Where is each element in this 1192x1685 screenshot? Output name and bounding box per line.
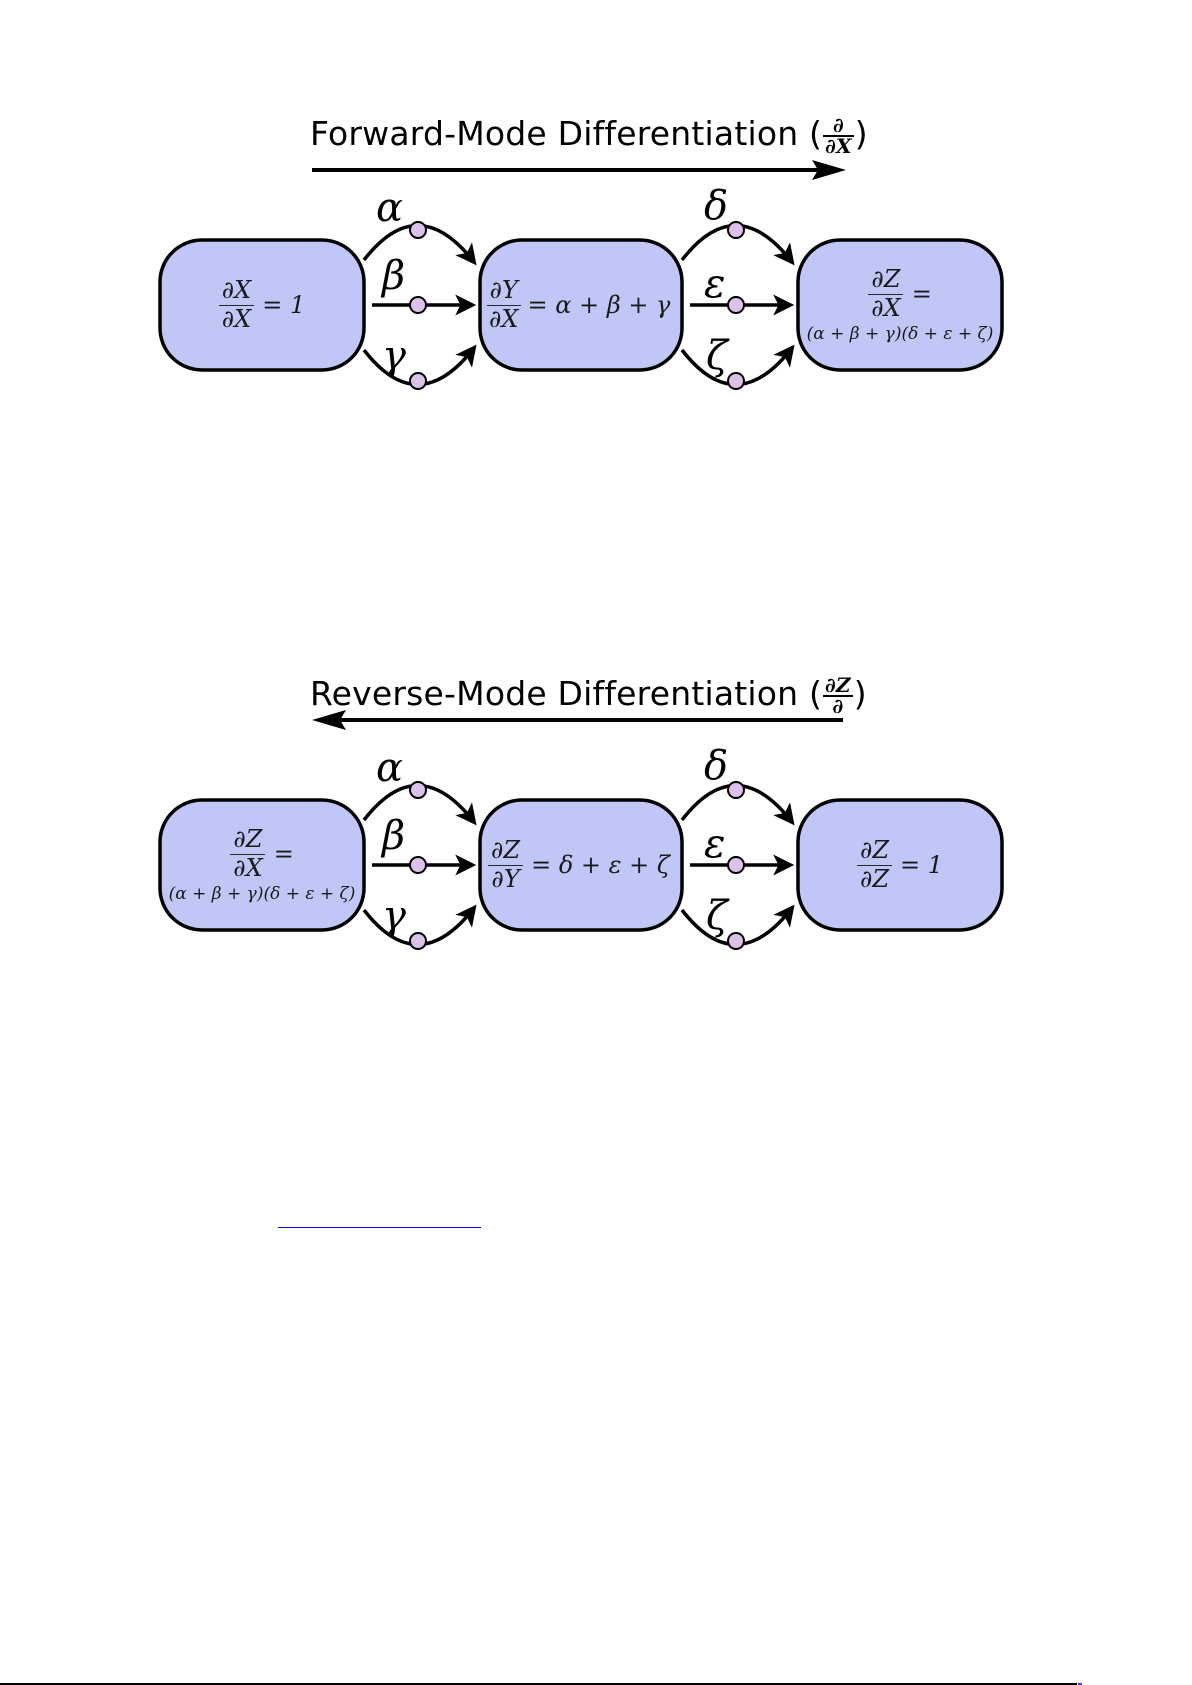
reverse-title-close: ) xyxy=(853,674,867,713)
arrow-head-right-icon xyxy=(812,160,846,180)
edge-node-circle xyxy=(409,296,427,314)
edge-label-zeta: ζ xyxy=(706,333,728,379)
node-box-1 xyxy=(478,238,684,372)
node-equation: = 1 xyxy=(900,851,944,879)
forward-title-text: Forward-Mode Differentiation ( xyxy=(310,114,823,153)
edge-label-delta: δ xyxy=(704,183,729,229)
denominator: ∂Z xyxy=(859,864,890,893)
reverse-title-frac-num: ∂Z xyxy=(823,672,853,697)
node-expression: (α + β + γ)(δ + ε + ζ) xyxy=(168,884,356,905)
reverse-title-text: Reverse-Mode Differentiation ( xyxy=(310,674,823,713)
reverse-node-y: ∂Z∂Y = δ + ε + ζ xyxy=(482,802,686,928)
fraction: ∂Z∂Z xyxy=(856,836,893,893)
edge-label-alpha: α xyxy=(376,745,404,791)
node-equation: = 1 xyxy=(262,291,306,319)
forward-title-frac-num: ∂ xyxy=(823,115,854,137)
edge-node-circle xyxy=(727,856,745,874)
denominator: ∂X xyxy=(233,853,263,882)
edge-label-alpha: α xyxy=(376,185,404,231)
numerator: ∂Z xyxy=(230,825,266,855)
forward-node-x: ∂X∂X = 1 xyxy=(162,242,362,368)
footer-divider xyxy=(0,1683,1077,1685)
edge-label-epsilon: ε xyxy=(704,821,726,867)
edge-label-epsilon: ε xyxy=(704,261,726,307)
reverse-mode-title: Reverse-Mode Differentiation (∂Z∂) xyxy=(310,674,867,716)
numerator: ∂Z xyxy=(868,265,904,295)
edge-label-gamma: γ xyxy=(382,333,406,379)
forward-title-frac-den: ∂X xyxy=(825,133,852,158)
node-box-1 xyxy=(478,798,684,932)
numerator: ∂Y xyxy=(486,276,521,306)
fraction: ∂Y∂X xyxy=(486,276,522,333)
edge-node-circle xyxy=(409,781,427,799)
numerator: ∂Z xyxy=(856,836,893,866)
edge-node-circle xyxy=(727,781,745,799)
node-stack: ∂Z∂X = (α + β + γ)(δ + ε + ζ) xyxy=(168,825,356,905)
denominator: ∂X xyxy=(221,304,252,333)
forward-mode-title: Forward-Mode Differentiation (∂∂X) xyxy=(310,114,868,156)
edge-node-circle xyxy=(727,372,745,390)
fraction: ∂X∂X xyxy=(218,276,255,333)
forward-title-fraction: ∂∂X xyxy=(823,115,854,158)
edge-node-circle xyxy=(409,221,427,239)
fraction: ∂Z∂X xyxy=(868,265,904,322)
reverse-title-frac-den: ∂ xyxy=(832,693,844,718)
forward-title-close: ) xyxy=(854,114,868,153)
node-equation: = α + β + γ xyxy=(527,291,671,319)
reverse-node-z: ∂Z∂Z = 1 xyxy=(800,802,1000,928)
forward-graph xyxy=(158,160,1004,390)
fraction: ∂Z∂Y xyxy=(488,836,524,893)
node-stack-top: ∂Z∂X = xyxy=(868,265,932,322)
node-equation: = xyxy=(911,280,932,308)
hyperlink-underline[interactable] xyxy=(278,1227,481,1228)
denominator: ∂Y xyxy=(491,864,520,893)
edge-node-circle xyxy=(409,932,427,950)
edge-label-zeta: ζ xyxy=(706,893,728,939)
reverse-graph xyxy=(158,710,1004,950)
node-box-2 xyxy=(796,798,1004,932)
node-equation: = δ + ε + ζ xyxy=(531,851,670,879)
node-box-2 xyxy=(796,238,1004,372)
forward-mode-diagram: Forward-Mode Differentiation (∂∂X) ∂X∂X … xyxy=(0,100,1192,400)
numerator: ∂Z xyxy=(488,836,524,866)
node-stack-top: ∂Z∂X = xyxy=(230,825,294,882)
edge-label-delta: δ xyxy=(704,743,729,789)
edge-node-circle xyxy=(727,296,745,314)
forward-node-z: ∂Z∂X = (α + β + γ)(δ + ε + ζ) xyxy=(800,242,1000,368)
forward-node-y: ∂Y∂X = α + β + γ xyxy=(482,242,684,368)
numerator: ∂X xyxy=(218,276,255,306)
node-stack: ∂Z∂X = (α + β + γ)(δ + ε + ζ) xyxy=(806,265,994,345)
reverse-mode-diagram: Reverse-Mode Differentiation (∂Z∂) ∂Z∂X … xyxy=(0,660,1192,960)
footer-marker xyxy=(1078,1683,1082,1685)
node-box-0 xyxy=(158,798,366,932)
edge-label-beta: β xyxy=(382,253,406,299)
edge-label-beta: β xyxy=(382,813,406,859)
edge-node-circle xyxy=(727,932,745,950)
node-equation: = xyxy=(273,840,294,868)
fraction: ∂Z∂X xyxy=(230,825,266,882)
arrow-head-left-icon xyxy=(312,710,346,730)
edge-node-circle xyxy=(727,221,745,239)
reverse-title-fraction: ∂Z∂ xyxy=(823,672,853,718)
denominator: ∂X xyxy=(489,304,519,333)
edge-label-gamma: γ xyxy=(382,893,406,939)
node-box-0 xyxy=(158,238,366,372)
node-expression: (α + β + γ)(δ + ε + ζ) xyxy=(806,324,994,345)
reverse-node-x: ∂Z∂X = (α + β + γ)(δ + ε + ζ) xyxy=(162,802,362,928)
denominator: ∂X xyxy=(871,293,901,322)
edge-node-circle xyxy=(409,856,427,874)
edge-node-circle xyxy=(409,372,427,390)
